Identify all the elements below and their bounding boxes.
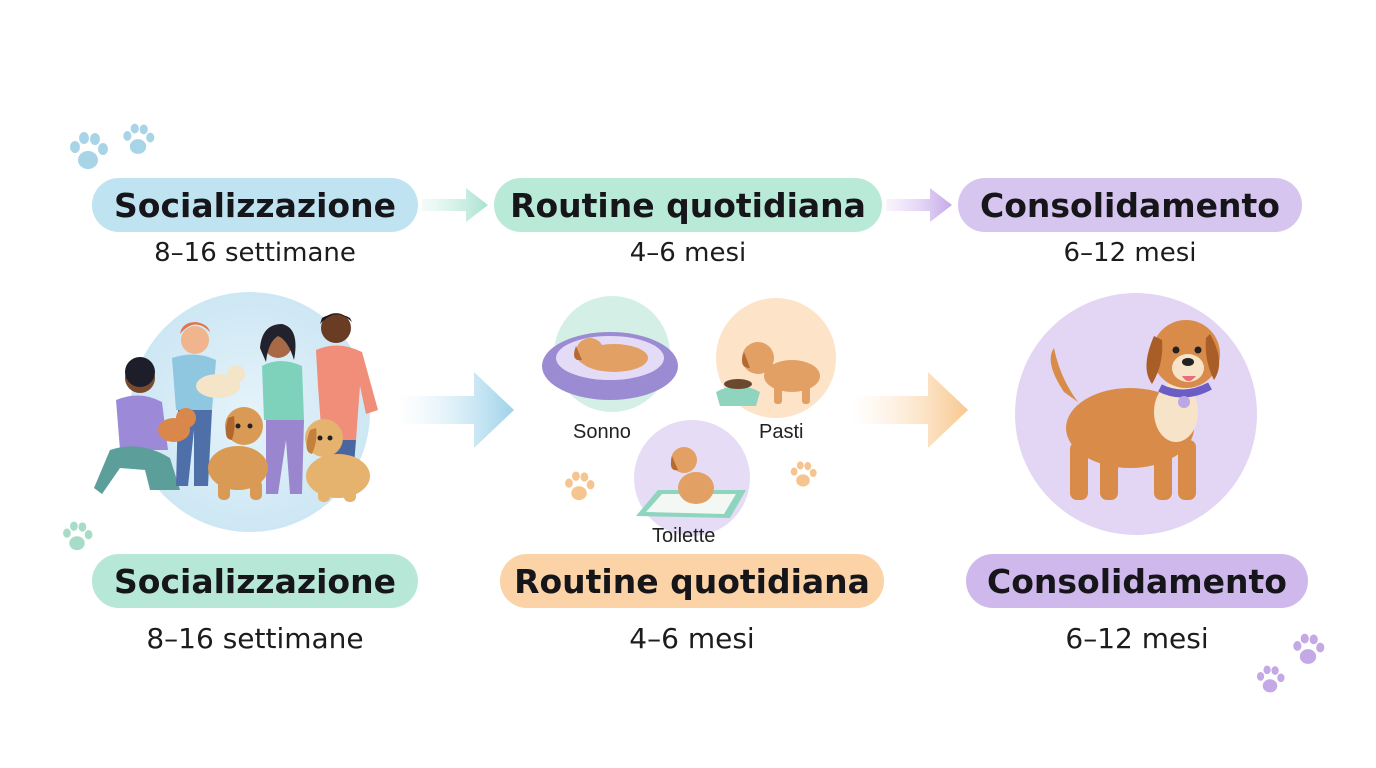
arrow-right-icon xyxy=(422,188,488,222)
routine-label-meals: Pasti xyxy=(759,421,804,443)
phase-title: Routine quotidiana xyxy=(514,561,870,601)
paw-icon xyxy=(1256,665,1285,693)
phase-duration: 4–6 mesi xyxy=(629,238,747,268)
paw-icon xyxy=(70,132,108,169)
arrow-right-icon xyxy=(398,372,514,448)
adult-dog-illustration xyxy=(1015,293,1257,535)
paw-icon xyxy=(123,123,155,154)
phase-pill-routine: Routine quotidiana xyxy=(494,178,882,232)
routine-label-sleep: Sonno xyxy=(573,421,631,443)
phase-title: Consolidamento xyxy=(987,561,1287,601)
paw-icon xyxy=(1293,633,1325,664)
phase-duration: 6–12 mesi xyxy=(1065,622,1209,655)
phase-pill-consolidamento: Consolidamento xyxy=(966,554,1308,608)
phase-title: Socializzazione xyxy=(114,185,396,225)
paw-icon xyxy=(790,461,817,487)
arrow-right-icon xyxy=(852,372,968,448)
arrow-right-icon xyxy=(886,188,952,222)
phase-duration: 6–12 mesi xyxy=(1063,238,1197,268)
phase-pill-routine: Routine quotidiana xyxy=(500,554,884,608)
phase-title: Consolidamento xyxy=(980,185,1280,225)
people-with-dogs-illustration xyxy=(94,292,378,532)
phase-pill-consolidamento: Consolidamento xyxy=(958,178,1302,232)
potty-pad-illustration xyxy=(634,420,750,536)
phase-title: Socializzazione xyxy=(114,561,396,601)
phase-duration: 8–16 settimane xyxy=(154,238,356,268)
phase-pill-socializzazione: Socializzazione xyxy=(92,178,418,232)
food-bowl-illustration xyxy=(716,298,836,418)
phase-pill-socializzazione: Socializzazione xyxy=(92,554,418,608)
phase-title: Routine quotidiana xyxy=(510,185,866,225)
paw-icon xyxy=(565,471,595,501)
phase-duration: 8–16 settimane xyxy=(146,622,364,655)
paw-icon xyxy=(63,521,93,551)
dog-bed-illustration xyxy=(542,296,678,412)
phase-duration: 4–6 mesi xyxy=(629,622,755,655)
routine-label-toilet: Toilette xyxy=(652,525,716,547)
